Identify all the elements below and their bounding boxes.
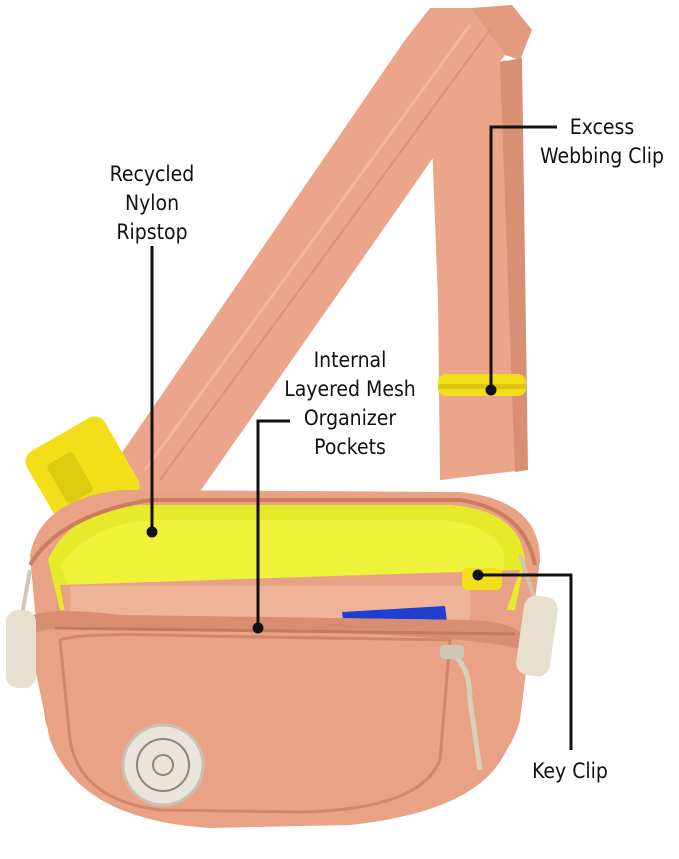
callout-text-line: Key Clip (532, 759, 608, 783)
callout-text-line: Pockets (314, 435, 386, 459)
callout-text-line: Nylon (124, 191, 180, 215)
callout-text-line: Layered Mesh (284, 377, 416, 401)
callout-internal-pockets: Internal Layered Mesh Organizer Pockets (250, 346, 450, 462)
zipper-pull-right (516, 554, 558, 677)
callout-recycled-nylon: Recycled Nylon Ripstop (82, 160, 222, 247)
callout-text-line: Recycled (109, 162, 195, 186)
callout-key-clip: Key Clip (520, 757, 620, 786)
callout-text-line: Organizer (303, 406, 397, 430)
callout-text-line: Webbing Clip (540, 144, 664, 168)
bag-body (25, 490, 540, 828)
zipper-pull-front (440, 645, 483, 771)
callout-excess-webbing-clip: Excess Webbing Clip (522, 113, 679, 171)
callout-text-line: Ripstop (116, 220, 188, 244)
callout-lines (146, 125, 573, 750)
brand-badge (121, 723, 205, 807)
zipper-pull-left (6, 569, 36, 688)
callout-text-line: Internal (313, 348, 387, 372)
callout-text-line: Excess (569, 115, 635, 139)
excess-webbing-clip (438, 374, 526, 396)
